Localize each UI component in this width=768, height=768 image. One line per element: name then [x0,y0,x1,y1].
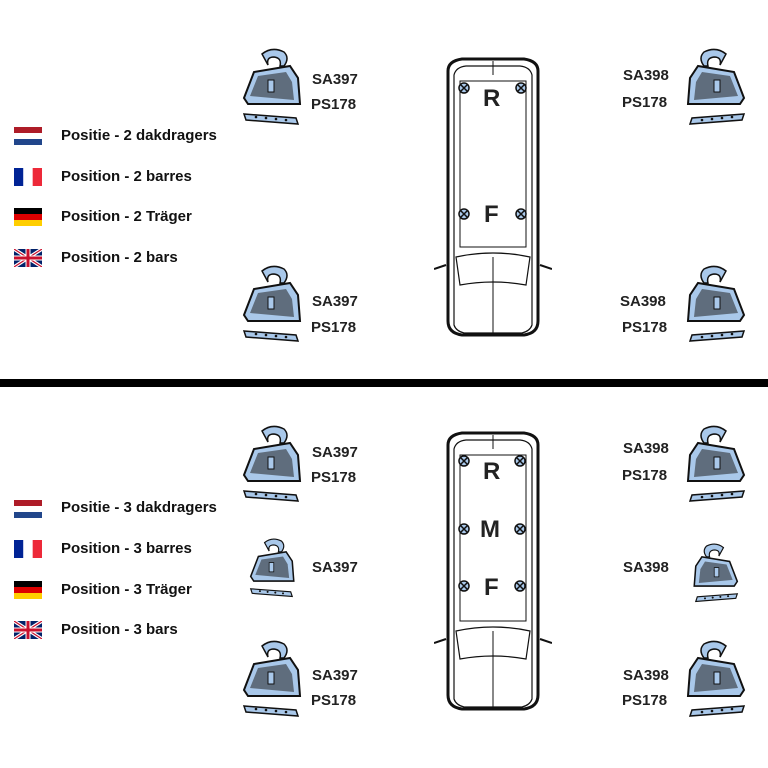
foot-code: SA397 [312,71,358,88]
foot-code: SA398 [623,67,669,84]
foot-clamp-icon [682,425,748,503]
pad-code: PS178 [311,692,357,709]
rear-position-label: R [483,458,501,485]
foot-clamp-icon [240,265,306,343]
legend-dutch: Positie - 3 dakdragers [61,499,217,516]
foot-clamp-icon [682,48,748,126]
mount-point-icon [515,208,527,220]
mount-point-icon [515,82,527,94]
pad-code: PS178 [311,319,357,336]
section-divider [0,379,768,387]
foot-clamp-icon [240,425,306,503]
foot-clamp-icon [682,640,748,718]
mount-point-icon [458,523,470,535]
mount-point-icon [514,580,526,592]
pad-code: PS178 [622,319,668,336]
netherlands-flag-icon [14,127,42,145]
mount-point-icon [458,455,470,467]
germany-flag-icon [14,581,42,599]
foot-code: SA398 [620,293,666,310]
legend-french: Position - 2 barres [61,168,192,185]
foot-clamp-icon [240,640,306,718]
front-position-label: F [484,201,499,228]
pad-code: PS178 [311,96,357,113]
foot-clamp-icon [240,48,306,126]
pad-code: PS178 [622,692,668,709]
front-position-label: F [484,574,499,601]
foot-code: SA397 [312,293,358,310]
mount-point-icon [458,208,470,220]
foot-code: SA397 [312,559,358,576]
foot-clamp-icon [682,265,748,343]
rear-position-label: R [483,85,501,112]
uk-flag-icon [14,621,42,639]
legend-german: Position - 2 Träger [61,208,192,225]
legend-french: Position - 3 barres [61,540,192,557]
legend-english: Position - 3 bars [61,621,178,638]
mount-point-icon [514,455,526,467]
legend-dutch: Positie - 2 dakdragers [61,127,217,144]
uk-flag-icon [14,249,42,267]
foot-clamp-icon [682,540,748,606]
mount-point-icon [458,82,470,94]
pad-code: PS178 [622,94,668,111]
pad-code: PS178 [622,467,668,484]
legend-english: Position - 2 bars [61,249,178,266]
foot-code: SA398 [623,559,669,576]
middle-position-label: M [480,516,500,543]
foot-code: SA397 [312,667,358,684]
pad-code: PS178 [311,469,357,486]
foot-code: SA398 [623,667,669,684]
netherlands-flag-icon [14,500,42,518]
legend-german: Position - 3 Träger [61,581,192,598]
foot-clamp-icon [240,535,306,601]
foot-code: SA398 [623,440,669,457]
france-flag-icon [14,168,42,186]
mount-point-icon [458,580,470,592]
mount-point-icon [514,523,526,535]
germany-flag-icon [14,208,42,226]
france-flag-icon [14,540,42,558]
foot-code: SA397 [312,444,358,461]
